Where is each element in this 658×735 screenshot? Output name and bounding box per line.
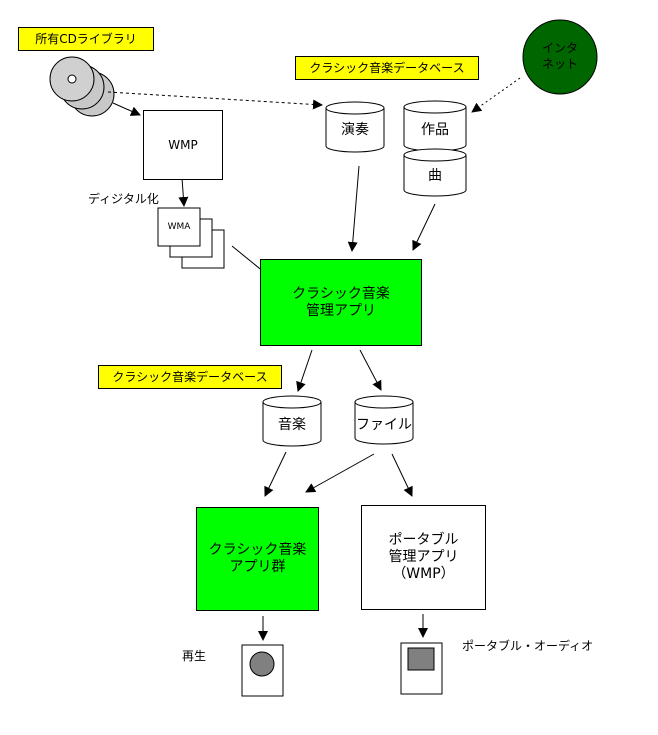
owned-cd-library-label: 所有CDライブラリ bbox=[18, 27, 154, 51]
piece-db-cylinder bbox=[403, 148, 467, 197]
performance-label: 演奏 bbox=[341, 122, 369, 138]
wmp-box: WMP bbox=[143, 110, 223, 180]
wma-files-icon bbox=[157, 207, 225, 269]
digitize-label: ディジタル化 bbox=[88, 192, 159, 206]
portable-audio-label: ポータブル・オーディオ bbox=[462, 639, 594, 653]
internet-label: インタ ネット bbox=[541, 41, 578, 71]
internet-node bbox=[522, 19, 598, 95]
playback-label: 再生 bbox=[182, 649, 207, 663]
classical-app-group-box: クラシック音楽 アプリ群 bbox=[196, 507, 319, 611]
work-label: 作品 bbox=[421, 122, 449, 138]
work-db-cylinder bbox=[403, 100, 467, 152]
performance-db-cylinder bbox=[325, 101, 385, 153]
classical-db-label-mid: クラシック音楽データベース bbox=[98, 365, 282, 389]
file-db-cylinder bbox=[354, 395, 414, 445]
cd-stack-icon bbox=[49, 56, 115, 117]
music-db-cylinder bbox=[262, 395, 322, 447]
file-label: ファイル bbox=[356, 417, 412, 433]
classical-db-label-top: クラシック音楽データベース bbox=[295, 56, 479, 80]
wma-label: WMA bbox=[167, 222, 191, 232]
piece-label: 曲 bbox=[428, 168, 442, 184]
portable-audio-device-icon bbox=[400, 642, 443, 695]
music-label: 音楽 bbox=[278, 417, 306, 433]
classical-manager-app-box: クラシック音楽 管理アプリ bbox=[260, 259, 422, 346]
player-device-icon bbox=[241, 644, 284, 697]
portable-manager-app-box: ポータブル 管理アプリ （WMP） bbox=[361, 505, 486, 610]
